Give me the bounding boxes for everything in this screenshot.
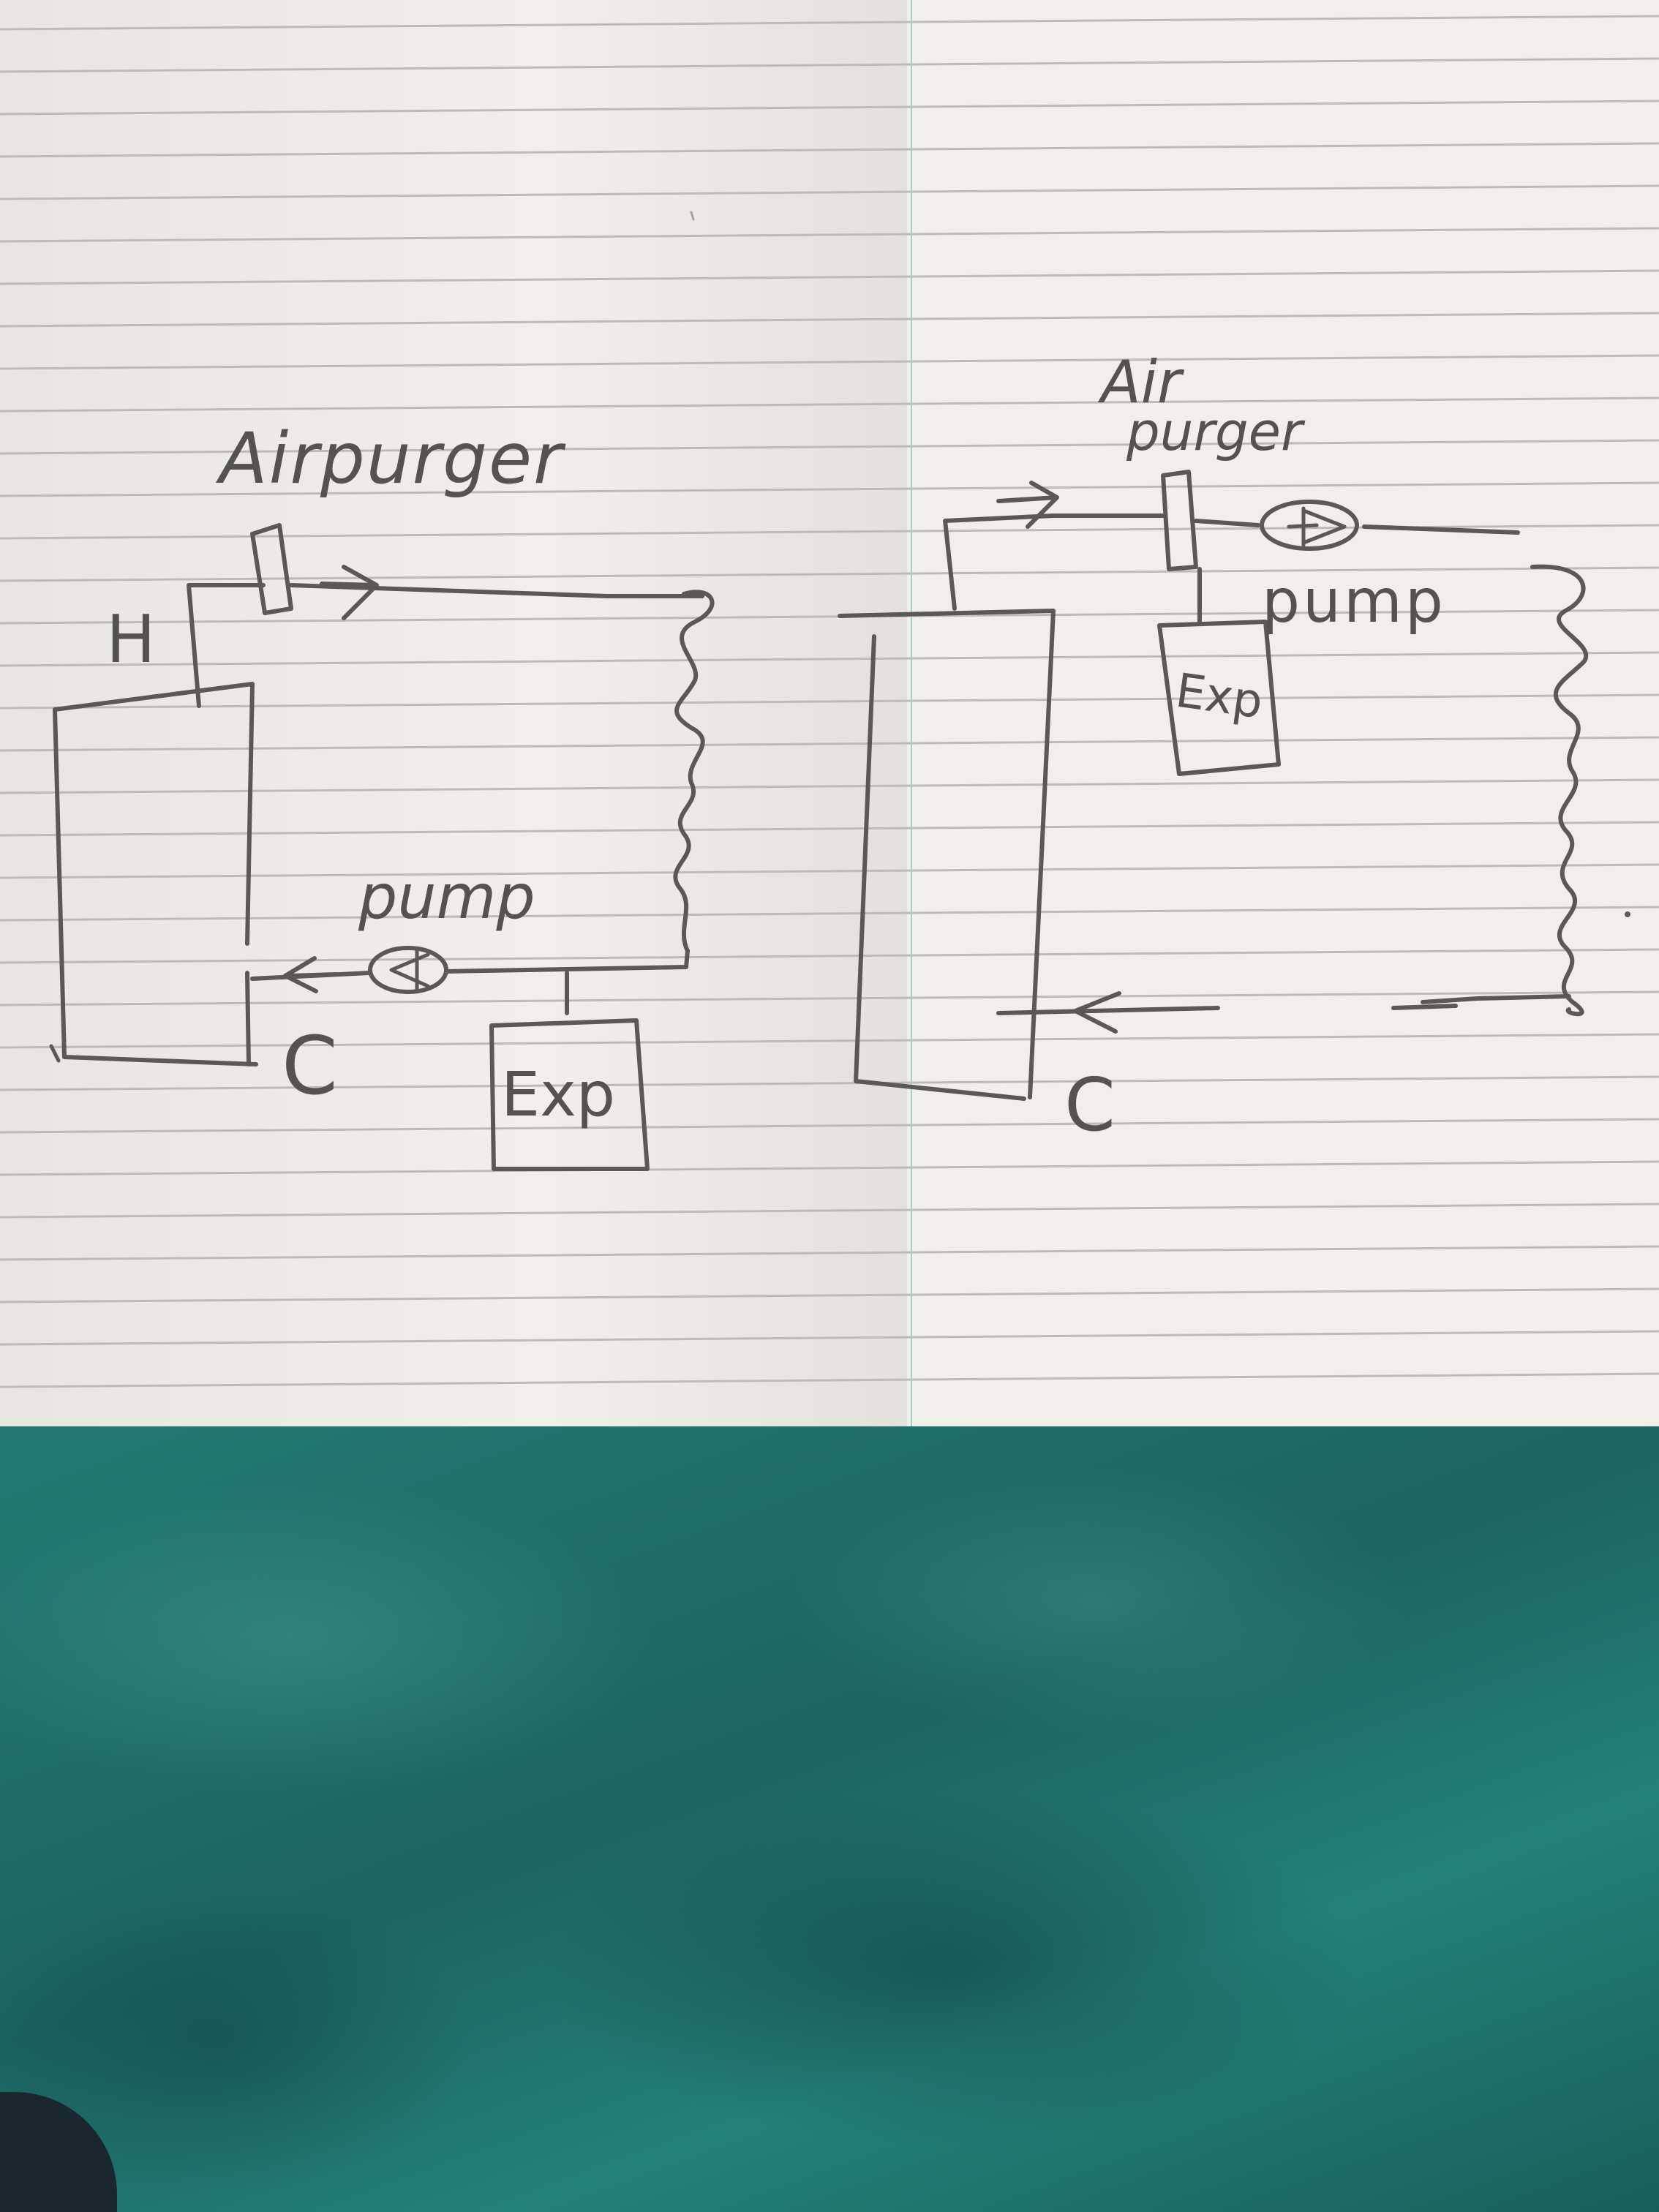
right-expansion-label: Exp	[1173, 664, 1266, 730]
stray-dot	[1625, 911, 1630, 917]
left-expansion-tank	[489, 971, 650, 1171]
right-return-line	[996, 994, 1571, 1015]
rule-line	[0, 184, 1659, 200]
left-air-purger	[250, 523, 293, 615]
rule-line	[0, 821, 1659, 837]
right-purger-label: purger	[1126, 401, 1306, 462]
rule-line	[0, 609, 1659, 625]
rule-line	[0, 481, 1659, 497]
rule-line	[0, 990, 1659, 1007]
left-expansion-label: Exp	[501, 1058, 615, 1130]
right-expansion-tank	[1157, 620, 1281, 776]
right-air-purger	[1161, 470, 1198, 571]
rule-line	[0, 354, 1659, 370]
left-supply-arrow	[320, 565, 379, 620]
ruled-lines	[0, 15, 1659, 1388]
rule-line	[0, 1287, 1659, 1304]
rule-line	[0, 57, 1659, 73]
rule-line	[0, 651, 1659, 667]
right-diagram: Air purger pump Exp C	[838, 348, 1588, 1148]
rule-line	[0, 693, 1659, 710]
stray-mark	[690, 211, 695, 221]
right-boiler-tank	[838, 609, 1056, 1101]
hand-drawn-heating-diagrams: Airpurger H C pump Exp Air	[0, 0, 1659, 1426]
right-return-arrow	[1073, 991, 1121, 1034]
rule-line	[0, 15, 1659, 31]
rule-line	[0, 99, 1659, 116]
left-cold-label: C	[282, 1019, 338, 1113]
right-cold-label: C	[1064, 1062, 1116, 1148]
rule-line	[0, 269, 1659, 285]
rule-line	[0, 1033, 1659, 1049]
rule-line	[0, 439, 1659, 455]
rule-line	[0, 906, 1659, 922]
rule-line	[0, 778, 1659, 794]
rule-line	[0, 1330, 1659, 1346]
left-supply-riser	[187, 583, 266, 708]
teal-fabric-background	[0, 1419, 1659, 2212]
right-air-label: Air	[1097, 348, 1185, 416]
right-supply-arrow	[996, 481, 1059, 529]
rule-line	[0, 1075, 1659, 1091]
rule-line	[0, 396, 1659, 413]
right-supply-line	[1051, 514, 1520, 535]
left-diagram: Airpurger H C pump Exp	[49, 418, 715, 1171]
left-air-purger-label: Airpurger	[215, 418, 566, 500]
right-radiator-coil	[1530, 564, 1588, 1017]
right-pump-label: pump	[1262, 567, 1446, 636]
left-boiler-tank	[53, 682, 258, 1066]
rule-line	[0, 1118, 1659, 1134]
left-pump-label: pump	[358, 861, 535, 933]
rule-line	[0, 1245, 1659, 1261]
rule-line	[0, 1203, 1659, 1219]
left-supply-line	[289, 583, 704, 598]
left-pump-icon	[368, 946, 448, 994]
right-pump-icon	[1260, 500, 1359, 551]
rule-line	[0, 948, 1659, 964]
rule-line	[0, 863, 1659, 879]
left-hot-label: H	[106, 601, 156, 678]
rule-line	[0, 1372, 1659, 1388]
left-return-arrow	[283, 956, 339, 993]
rule-line	[0, 1160, 1659, 1176]
right-supply-riser	[943, 514, 1056, 611]
left-radiator-coil	[673, 590, 715, 953]
rule-line	[0, 566, 1659, 582]
rule-line	[0, 142, 1659, 158]
notebook-page	[0, 0, 1659, 1426]
rule-line	[0, 312, 1659, 328]
rule-line	[0, 227, 1659, 243]
rule-line	[0, 736, 1659, 752]
